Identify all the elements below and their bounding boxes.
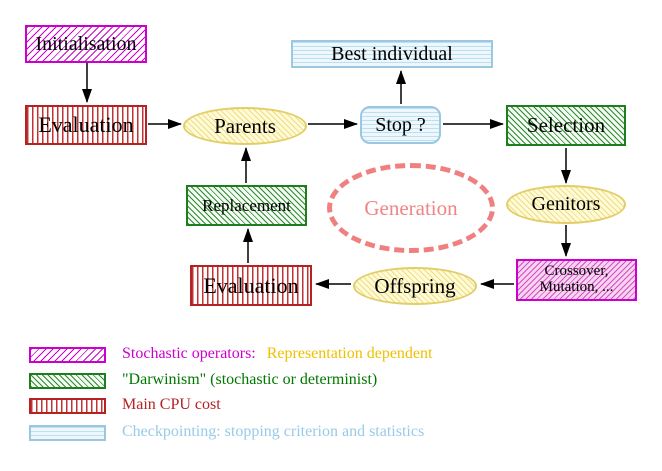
legend-swatch-cyan-hlines (29, 425, 106, 441)
generation-label: Generation (364, 195, 458, 220)
node-evaluation-top: Evaluation (25, 105, 147, 145)
node-initialisation: Initialisation (25, 25, 147, 63)
legend-label-checkpointing: Checkpointing: stopping criterion and st… (122, 423, 425, 440)
generation-dashed-ellipse: Generation (327, 163, 495, 253)
node-stop: Stop ? (360, 106, 441, 144)
crossover-line2: Mutation, ... (539, 279, 614, 295)
node-selection: Selection (506, 105, 626, 146)
legend-label-darwinism: "Darwinism" (stochastic or determinist) (122, 371, 378, 388)
legend-swatch-green-hatch (29, 373, 106, 389)
legend-swatch-red-vlines (29, 398, 106, 414)
legend-label-main-cpu-cost: Main CPU cost (122, 396, 221, 413)
node-crossover-mutation: Crossover, Mutation, ... (516, 259, 637, 301)
legend-label-representation-dependent: Representation dependent (266, 345, 433, 362)
legend-swatch-magenta-hatch (29, 347, 106, 363)
node-offspring: Offspring (353, 267, 477, 305)
node-best-individual: Best individual (291, 40, 493, 68)
node-replacement: Replacement (186, 185, 307, 226)
crossover-line1: Crossover, (544, 263, 609, 280)
node-evaluation-bottom: Evaluation (190, 265, 312, 306)
legend-label-stochastic-operators: Stochastic operators: (122, 345, 256, 362)
node-parents: Parents (183, 107, 307, 145)
node-genitors: Genitors (506, 185, 626, 224)
